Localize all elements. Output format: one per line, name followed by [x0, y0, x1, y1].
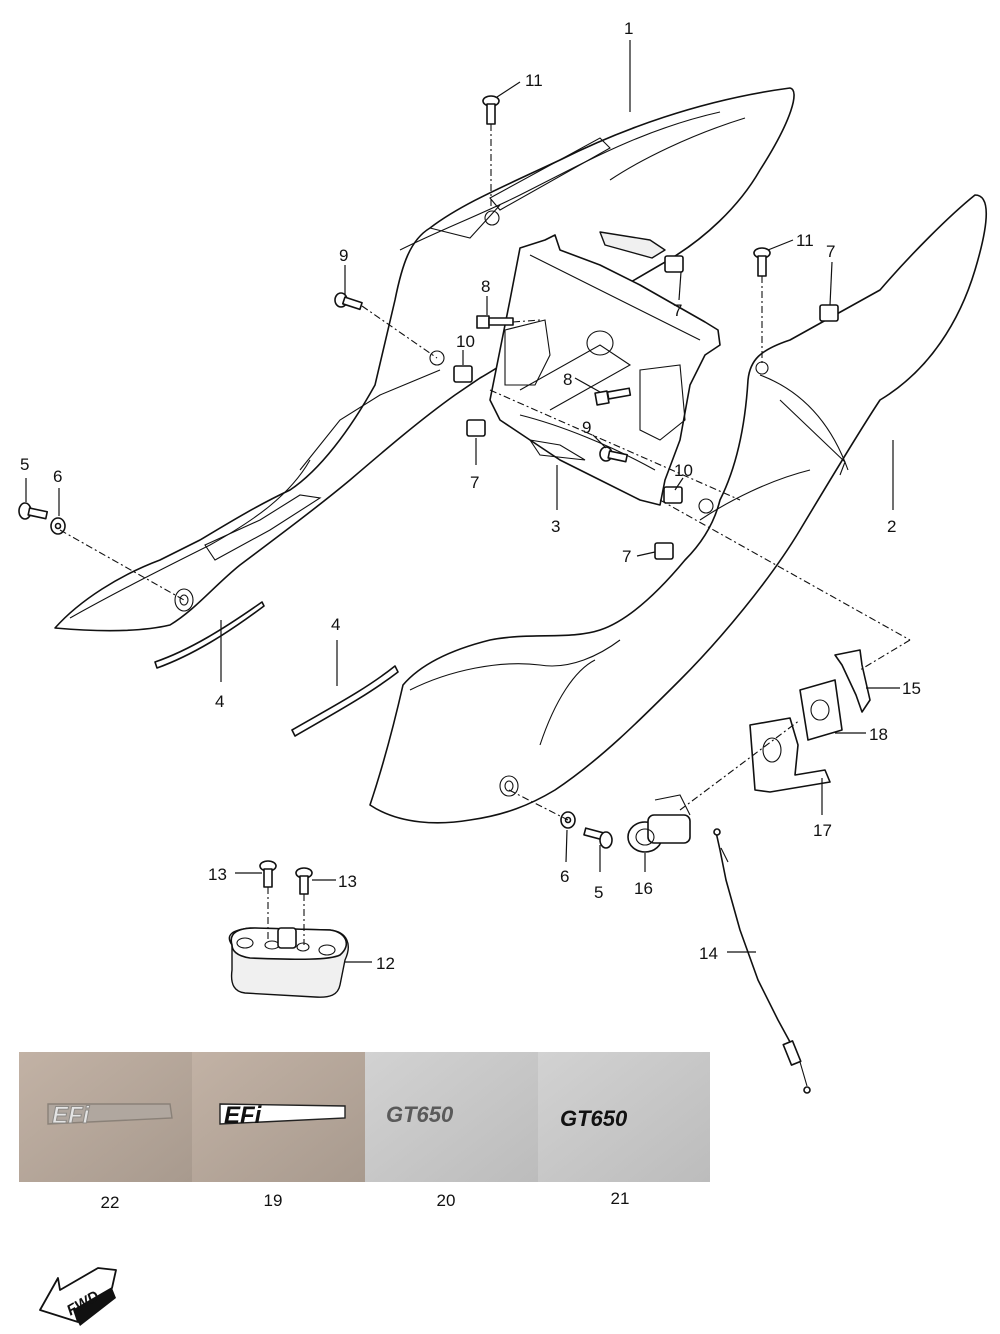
emblem-photo-strip: EFi EFi GT650 GT650: [19, 1052, 710, 1182]
handle-cap: [228, 860, 349, 998]
photo-label-21: 21: [611, 1189, 630, 1208]
callout-11-right: 11: [796, 231, 814, 250]
callout-4-right: 4: [331, 615, 340, 634]
callout-4-left: 4: [215, 692, 224, 711]
callout-10-right: 10: [674, 461, 693, 480]
left-side-cover: [54, 87, 795, 632]
callout-10-left: 10: [456, 332, 475, 351]
callout-7-upper-center: 7: [673, 301, 682, 320]
emblem-text-22: EFi: [52, 1102, 91, 1129]
callout-numbers: 1 11 9 8 10 7 7 11 7 8 9 10 2 3 7 5 6 4 …: [20, 19, 921, 973]
callout-13-right: 13: [338, 872, 357, 891]
callout-2: 2: [887, 517, 896, 536]
callout-9-left: 9: [339, 246, 348, 265]
callout-18: 18: [869, 725, 888, 744]
callout-16: 16: [634, 879, 653, 898]
photo-21: GT650: [538, 1052, 710, 1182]
callout-3: 3: [551, 517, 560, 536]
photo-label-19: 19: [264, 1191, 283, 1210]
callout-13-left: 13: [208, 865, 227, 884]
photo-label-20: 20: [437, 1191, 456, 1210]
seat-lock-assembly: [627, 649, 871, 853]
rubber-strip-left: [154, 601, 265, 669]
callout-17: 17: [813, 821, 832, 840]
callout-6-left: 6: [53, 467, 62, 486]
callout-7-lower-right: 7: [622, 547, 631, 566]
emblem-text-21: GT650: [560, 1106, 628, 1131]
leader-lines: [25, 40, 900, 963]
callout-7-lower-left: 7: [470, 473, 479, 492]
photo-22: EFi: [19, 1052, 192, 1182]
callout-7-upper-right: 7: [826, 242, 835, 261]
callout-6-right: 6: [560, 867, 569, 886]
callout-5-left: 5: [20, 455, 29, 474]
callout-8-upper: 8: [481, 277, 490, 296]
callout-12: 12: [376, 954, 395, 973]
assembly-lines: [59, 124, 911, 945]
photo-label-22: 22: [101, 1193, 120, 1212]
callout-1: 1: [624, 19, 633, 38]
callout-5-right: 5: [594, 883, 603, 902]
fwd-arrow-badge: FWD: [39, 1267, 117, 1326]
callout-9-lower: 9: [582, 418, 591, 437]
callout-11-top: 11: [525, 71, 543, 90]
callout-8-lower: 8: [563, 370, 572, 389]
emblem-text-19: EFi: [224, 1102, 263, 1129]
emblem-text-20: GT650: [386, 1102, 454, 1127]
callout-15: 15: [902, 679, 921, 698]
right-side-cover: [369, 194, 988, 824]
inner-bracket-panel: [489, 231, 721, 506]
photo-19: EFi: [192, 1052, 365, 1182]
callout-14: 14: [699, 944, 718, 963]
rubber-strip-right: [291, 665, 399, 737]
hardware: [18, 95, 839, 849]
photo-20: GT650: [365, 1052, 538, 1182]
photo-labels: 22 19 20 21: [101, 1189, 630, 1212]
release-cable: [713, 828, 811, 1094]
